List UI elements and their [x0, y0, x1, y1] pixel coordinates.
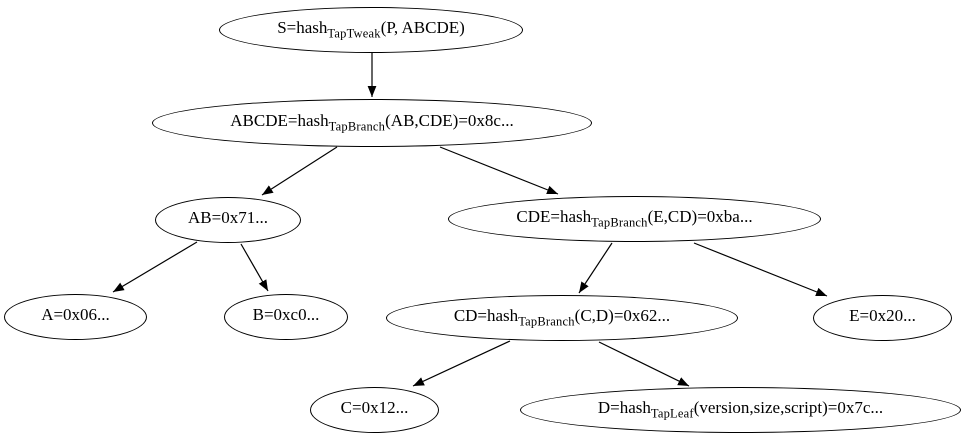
node-A-label: A=0x06...	[41, 304, 110, 324]
node-D: D=hashTapLeaf(version,size,script)=0x7c.…	[520, 387, 961, 433]
node-S-label: S=hashTapTweak(P, ABCDE)	[277, 17, 465, 40]
node-D-label: D=hashTapLeaf(version,size,script)=0x7c.…	[597, 397, 884, 420]
edge-ABCDE-AB	[261, 146, 338, 196]
edge-CDE-CD	[578, 242, 613, 294]
edge-CD-C	[412, 340, 511, 387]
node-AB: AB=0x71...	[155, 197, 301, 243]
node-B: B=0xc0...	[224, 294, 348, 340]
node-C: C=0x12...	[310, 387, 439, 433]
node-E-label: E=0x20...	[849, 305, 916, 325]
edge-AB-A	[112, 241, 198, 293]
node-CDE-label: CDE=hashTapBranch(E,CD)=0xba...	[516, 206, 753, 229]
edge-AB-B	[240, 243, 269, 292]
node-B-label: B=0xc0...	[252, 304, 320, 324]
node-E: E=0x20...	[813, 295, 952, 341]
node-CD: CD=hashTapBranch(C,D)=0x62...	[386, 295, 738, 341]
node-S: S=hashTapTweak(P, ABCDE)	[219, 7, 523, 53]
node-A: A=0x06...	[4, 294, 147, 340]
node-CDE: CDE=hashTapBranch(E,CD)=0xba...	[448, 196, 821, 242]
edge-CD-D	[598, 341, 690, 387]
node-AB-label: AB=0x71...	[188, 207, 268, 227]
edge-ABCDE-CDE	[439, 146, 559, 195]
node-CD-label: CD=hashTapBranch(C,D)=0x62...	[453, 305, 671, 328]
node-ABCDE: ABCDE=hashTapBranch(AB,CDE)=0x8c...	[152, 99, 592, 147]
edge-CDE-E	[693, 242, 828, 297]
node-C-label: C=0x12...	[340, 397, 409, 417]
node-ABCDE-label: ABCDE=hashTapBranch(AB,CDE)=0x8c...	[230, 110, 514, 133]
